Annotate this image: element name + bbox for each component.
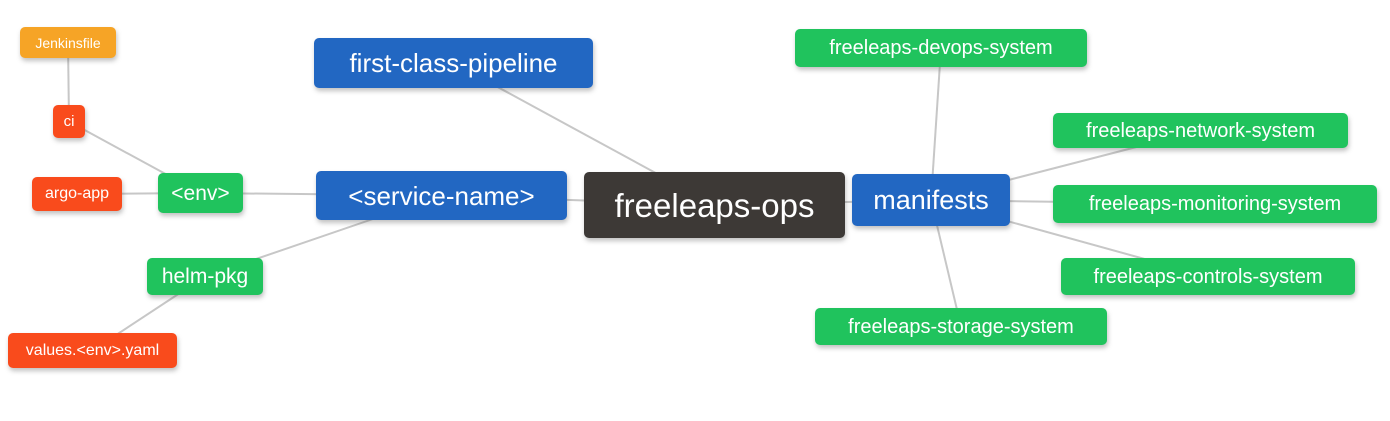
- node-helm-pkg[interactable]: helm-pkg: [147, 258, 263, 295]
- node-freeleaps-network-system[interactable]: freeleaps-network-system: [1053, 113, 1348, 148]
- node-first-class-pipeline[interactable]: first-class-pipeline: [314, 38, 593, 88]
- node-argo-app[interactable]: argo-app: [32, 177, 122, 211]
- node-service-name[interactable]: <service-name>: [316, 171, 567, 220]
- node-env[interactable]: <env>: [158, 173, 243, 213]
- node-freeleaps-ops[interactable]: freeleaps-ops: [584, 172, 845, 238]
- node-values-env-yaml[interactable]: values.<env>.yaml: [8, 333, 177, 368]
- node-ci[interactable]: ci: [53, 105, 85, 138]
- node-freeleaps-controls-system[interactable]: freeleaps-controls-system: [1061, 258, 1355, 295]
- node-freeleaps-devops-system[interactable]: freeleaps-devops-system: [795, 29, 1087, 67]
- node-jenkinsfile[interactable]: Jenkinsfile: [20, 27, 116, 58]
- node-freeleaps-monitoring-system[interactable]: freeleaps-monitoring-system: [1053, 185, 1377, 223]
- node-manifests[interactable]: manifests: [852, 174, 1010, 226]
- node-freeleaps-storage-system[interactable]: freeleaps-storage-system: [815, 308, 1107, 345]
